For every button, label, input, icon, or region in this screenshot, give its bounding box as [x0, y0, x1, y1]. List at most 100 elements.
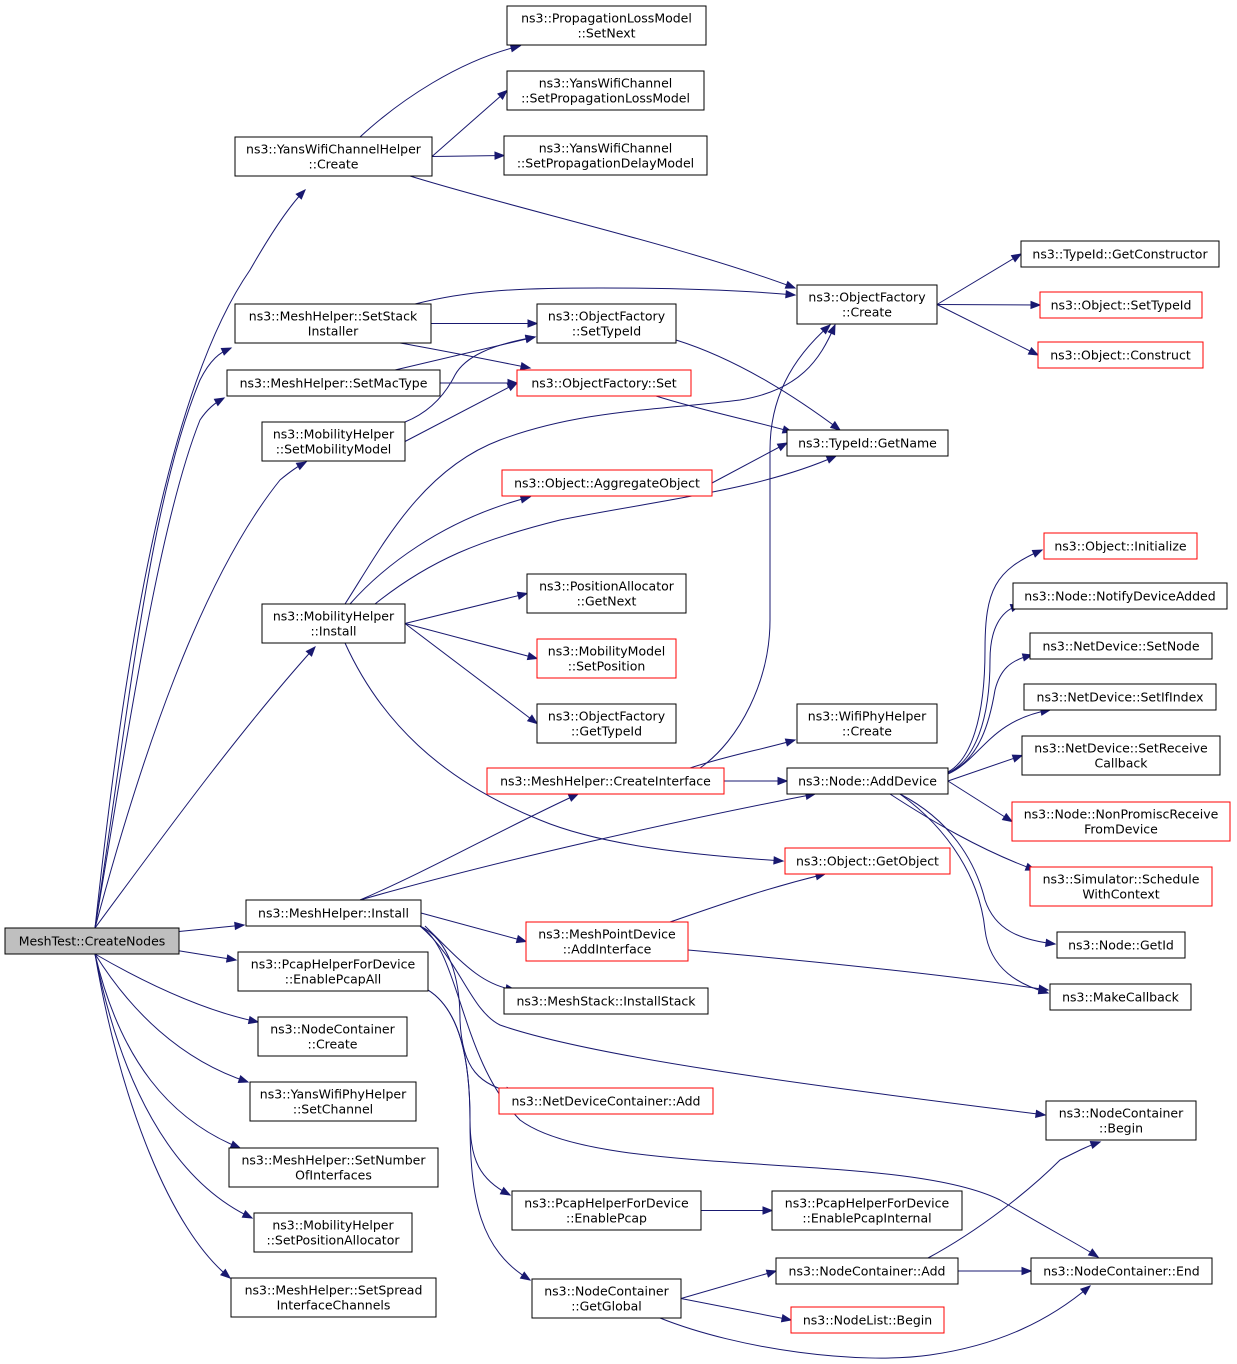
edge-line — [404, 623, 538, 724]
node-ph-enableall[interactable]: ns3::PcapHelperForDevice::EnablePcapAll — [237, 951, 429, 992]
node-box — [237, 951, 429, 992]
node-label: ns3::MeshHelper::SetStack — [249, 309, 418, 324]
arrow-head-icon — [1030, 300, 1042, 310]
edge-of_create-to-obj_construct — [936, 304, 1040, 356]
node-mpd-addif[interactable]: ns3::MeshPointDevice::AddInterface — [525, 921, 689, 962]
node-mm-setpos[interactable]: ns3::MobilityModel::SetPosition — [536, 638, 677, 679]
node-box — [536, 638, 677, 679]
node-nc-end[interactable]: ns3::NodeContainer::End — [1030, 1257, 1213, 1285]
node-nl-begin[interactable]: ns3::NodeList::Begin — [790, 1306, 945, 1334]
node-box — [1056, 931, 1186, 959]
node-label: ns3::MeshHelper::SetMacType — [240, 376, 428, 391]
edge-mh_install-to-ms_installstack — [424, 925, 517, 993]
node-node-adddev[interactable]: ns3::Node::AddDevice — [786, 767, 949, 795]
node-mh-createif[interactable]: ns3::MeshHelper::CreateInterface — [486, 767, 725, 795]
edge-line — [359, 793, 816, 901]
node-mob-install[interactable]: ns3::MobilityHelper::Install — [261, 603, 406, 644]
node-of-set[interactable]: ns3::ObjectFactory::Set — [516, 369, 692, 397]
node-ms-installstack[interactable]: ns3::MeshStack::InstallStack — [503, 987, 709, 1015]
node-box — [790, 1306, 945, 1334]
node-box — [775, 1257, 959, 1285]
node-ndc-add[interactable]: ns3::NetDeviceContainer::Add — [498, 1087, 714, 1115]
edge-line — [344, 642, 784, 862]
arrow-head-icon — [777, 776, 789, 786]
node-box — [511, 1190, 702, 1231]
node-mh-setspread[interactable]: ns3::MeshHelper::SetSpreadInterfaceChann… — [230, 1277, 437, 1318]
node-tid-getctor[interactable]: ns3::TypeId::GetConstructor — [1020, 240, 1220, 268]
node-of-settid[interactable]: ns3::ObjectFactory::SetTypeId — [536, 303, 677, 344]
edge-line — [419, 925, 516, 1094]
arrow-head-icon — [785, 289, 797, 299]
edge-mh_install-to-mh_createif — [359, 793, 580, 901]
node-tid-getname[interactable]: ns3::TypeId::GetName — [786, 429, 949, 457]
node-mob-setmm[interactable]: ns3::MobilityHelper::SetMobilityModel — [261, 421, 406, 462]
node-box — [796, 284, 938, 325]
arrow-head-icon — [1045, 938, 1057, 948]
edge-mh_createif-to-of_create — [699, 324, 832, 769]
node-plm-setnext[interactable]: ns3::PropagationLossModel::SetNext — [506, 5, 707, 46]
node-ph-enableint[interactable]: ns3::PcapHelperForDevice::EnablePcapInte… — [771, 1190, 963, 1231]
node-of-gettid[interactable]: ns3::ObjectFactory::GetTypeId — [536, 703, 677, 744]
node-label: ns3::NodeContainer::Add — [789, 1264, 946, 1279]
node-nc-create[interactable]: ns3::NodeContainer::Create — [257, 1016, 408, 1057]
edge-line — [899, 793, 1049, 994]
node-node-notify[interactable]: ns3::Node::NotifyDeviceAdded — [1012, 582, 1228, 610]
node-obj-construct[interactable]: ns3::Object::Construct — [1037, 341, 1204, 369]
node-ywch-create[interactable]: ns3::YansWifiChannelHelper::Create — [234, 136, 433, 177]
node-label: ns3::NetDeviceContainer::Add — [512, 1094, 701, 1109]
node-box — [1023, 683, 1217, 711]
edge-line — [359, 45, 521, 138]
node-ywc-setplm[interactable]: ns3::YansWifiChannel::SetPropagationLoss… — [506, 70, 705, 111]
edge-ywch_create-to-of_create — [409, 175, 797, 289]
edge-line — [94, 953, 249, 1083]
node-of-create[interactable]: ns3::ObjectFactory::Create — [796, 284, 938, 325]
node-box — [786, 429, 949, 457]
edge-line — [669, 873, 826, 923]
node-mob-setpa[interactable]: ns3::MobilityHelper::SetPositionAllocato… — [253, 1212, 413, 1253]
node-box — [526, 573, 687, 614]
arrow-head-icon — [784, 738, 797, 747]
node-make-cb[interactable]: ns3::MakeCallback — [1049, 983, 1192, 1011]
node-nc-getglobal[interactable]: ns3::NodeContainer::GetGlobal — [531, 1278, 682, 1319]
node-label: ns3::PositionAllocator — [539, 579, 675, 594]
node-label: InterfaceChannels — [277, 1298, 391, 1313]
node-pa-getnext[interactable]: ns3::PositionAllocator::GetNext — [526, 573, 687, 614]
node-nd-setnode[interactable]: ns3::NetDevice::SetNode — [1029, 632, 1213, 660]
edge-line — [94, 953, 259, 1023]
node-label: ns3::YansWifiChannel — [539, 141, 673, 156]
node-node-getid[interactable]: ns3::Node::GetId — [1056, 931, 1186, 959]
node-label: ns3::MakeCallback — [1062, 990, 1180, 1005]
node-nd-setifindex[interactable]: ns3::NetDevice::SetIfIndex — [1023, 683, 1217, 711]
node-label: ns3::NodeContainer::End — [1043, 1264, 1199, 1279]
edge-line — [424, 925, 516, 991]
node-obj-init[interactable]: ns3::Object::Initialize — [1043, 532, 1198, 560]
node-obj-settid[interactable]: ns3::Object::SetTypeId — [1039, 291, 1203, 319]
arrow-head-icon — [519, 361, 532, 371]
node-label: Callback — [1094, 756, 1148, 771]
node-obj-aggregate[interactable]: ns3::Object::AggregateObject — [501, 469, 713, 497]
node-mh-install[interactable]: ns3::MeshHelper::Install — [245, 899, 422, 927]
arrow-head-icon — [784, 280, 797, 289]
node-nc-add[interactable]: ns3::NodeContainer::Add — [775, 1257, 959, 1285]
node-obj-getobj[interactable]: ns3::Object::GetObject — [784, 847, 951, 875]
node-box — [230, 1277, 437, 1318]
node-box — [257, 1016, 408, 1057]
edge-mob_setmm-to-of_set — [404, 382, 519, 442]
edge-line — [173, 949, 237, 961]
node-label: ::SetMobilityModel — [276, 442, 392, 457]
node-ywc-setpdm[interactable]: ns3::YansWifiChannel::SetPropagationDela… — [503, 135, 708, 176]
edge-line — [687, 949, 1049, 991]
node-nc-begin[interactable]: ns3::NodeContainer::Begin — [1045, 1100, 1197, 1141]
node-ywph-setch[interactable]: ns3::YansWifiPhyHelper::SetChannel — [249, 1081, 417, 1122]
node-mh-setmac[interactable]: ns3::MeshHelper::SetMacType — [226, 369, 441, 397]
node-box — [536, 303, 677, 344]
node-ph-enable[interactable]: ns3::PcapHelperForDevice::EnablePcap — [511, 1190, 702, 1231]
edge-node_adddev-to-node_nonprom — [947, 780, 1014, 823]
edge-ywch_create-to-ywc_setpdm — [431, 151, 506, 160]
node-wph-create[interactable]: ns3::WifiPhyHelper::Create — [796, 703, 938, 744]
